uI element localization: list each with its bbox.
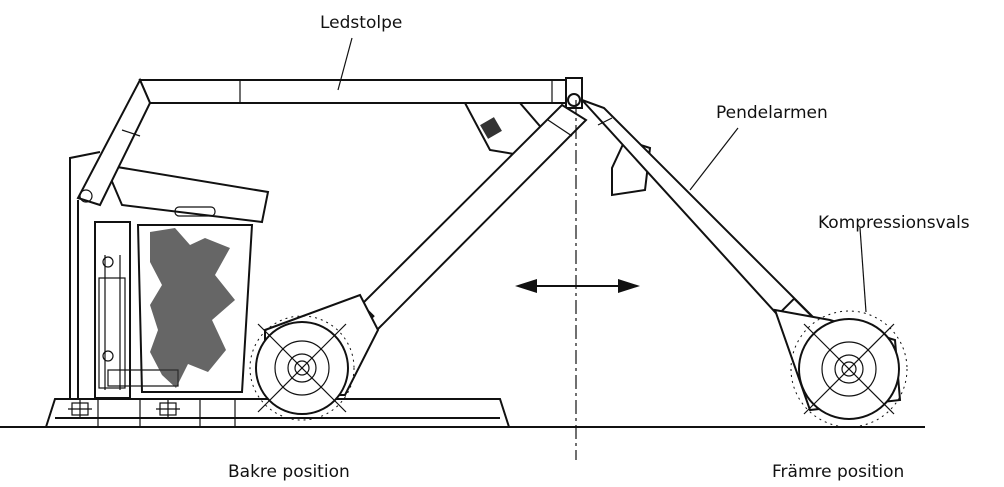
- front-roller: [773, 308, 908, 428]
- pendulum-arm-front: [581, 99, 820, 337]
- pendulum-arm-rear: [335, 103, 588, 339]
- movement-arrow: [515, 279, 640, 293]
- label-pendelarmen: Pendelarmen: [716, 103, 828, 123]
- kompressionsvals-leader: [859, 227, 867, 313]
- base-platform: [44, 398, 511, 428]
- label-framre-position: Främre position: [772, 462, 904, 482]
- pendelarmen-leader: [689, 127, 739, 191]
- material-hatching: [150, 228, 235, 388]
- label-bakre-position: Bakre position: [228, 462, 350, 482]
- ledstolpe-leader: [337, 37, 353, 91]
- label-ledstolpe: Ledstolpe: [320, 13, 402, 33]
- pivot-joint: [565, 77, 583, 109]
- rear-roller: [249, 293, 380, 421]
- label-kompressionsvals: Kompressionsvals: [818, 213, 970, 233]
